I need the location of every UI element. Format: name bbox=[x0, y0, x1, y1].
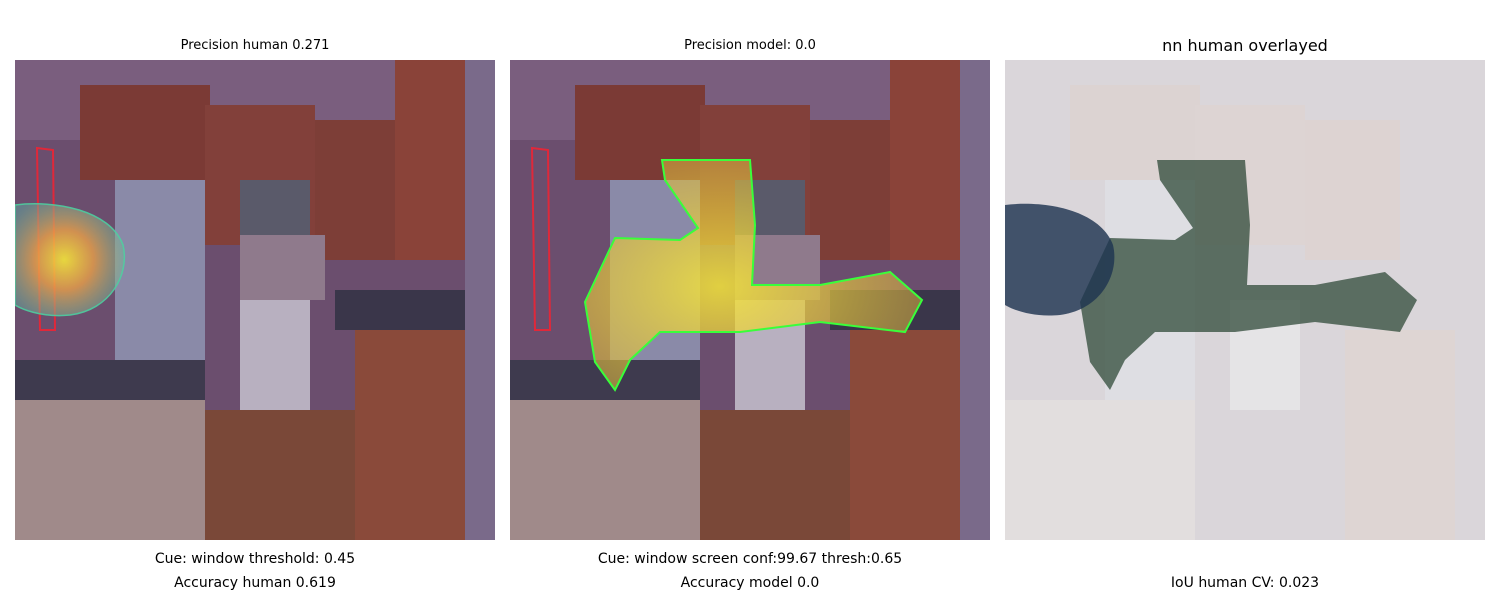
kitchen-image-human bbox=[15, 60, 495, 540]
human-heatmap-blob bbox=[15, 203, 125, 317]
panel-1-cue-caption: Cue: window threshold: 0.45 bbox=[154, 551, 356, 567]
kitchen-photo bbox=[15, 60, 495, 540]
overlay-panel bbox=[1005, 60, 1485, 540]
model-heatmap-panel bbox=[510, 60, 990, 540]
window-outline-red bbox=[530, 146, 552, 331]
human-heatmap-panel bbox=[15, 60, 495, 540]
model-mask-blob bbox=[1080, 160, 1417, 390]
panel-3-title: nn human overlayed bbox=[1162, 36, 1328, 55]
kitchen-image-model bbox=[510, 60, 990, 540]
human-mask-blob bbox=[1005, 203, 1115, 316]
panel-1-accuracy-caption: Accuracy human 0.619 bbox=[174, 575, 336, 591]
model-heatmap-blob bbox=[583, 159, 924, 392]
panel-2-accuracy-caption: Accuracy model 0.0 bbox=[680, 575, 820, 591]
panel-2-cue-caption: Cue: window screen conf:99.67 thresh:0.6… bbox=[597, 551, 903, 567]
kitchen-image-overlay bbox=[1005, 60, 1485, 540]
panel-3-iou-caption: IoU human CV: 0.023 bbox=[1170, 575, 1320, 591]
panel-1-title: Precision human 0.271 bbox=[180, 38, 330, 53]
panel-2-title: Precision model: 0.0 bbox=[684, 38, 816, 53]
